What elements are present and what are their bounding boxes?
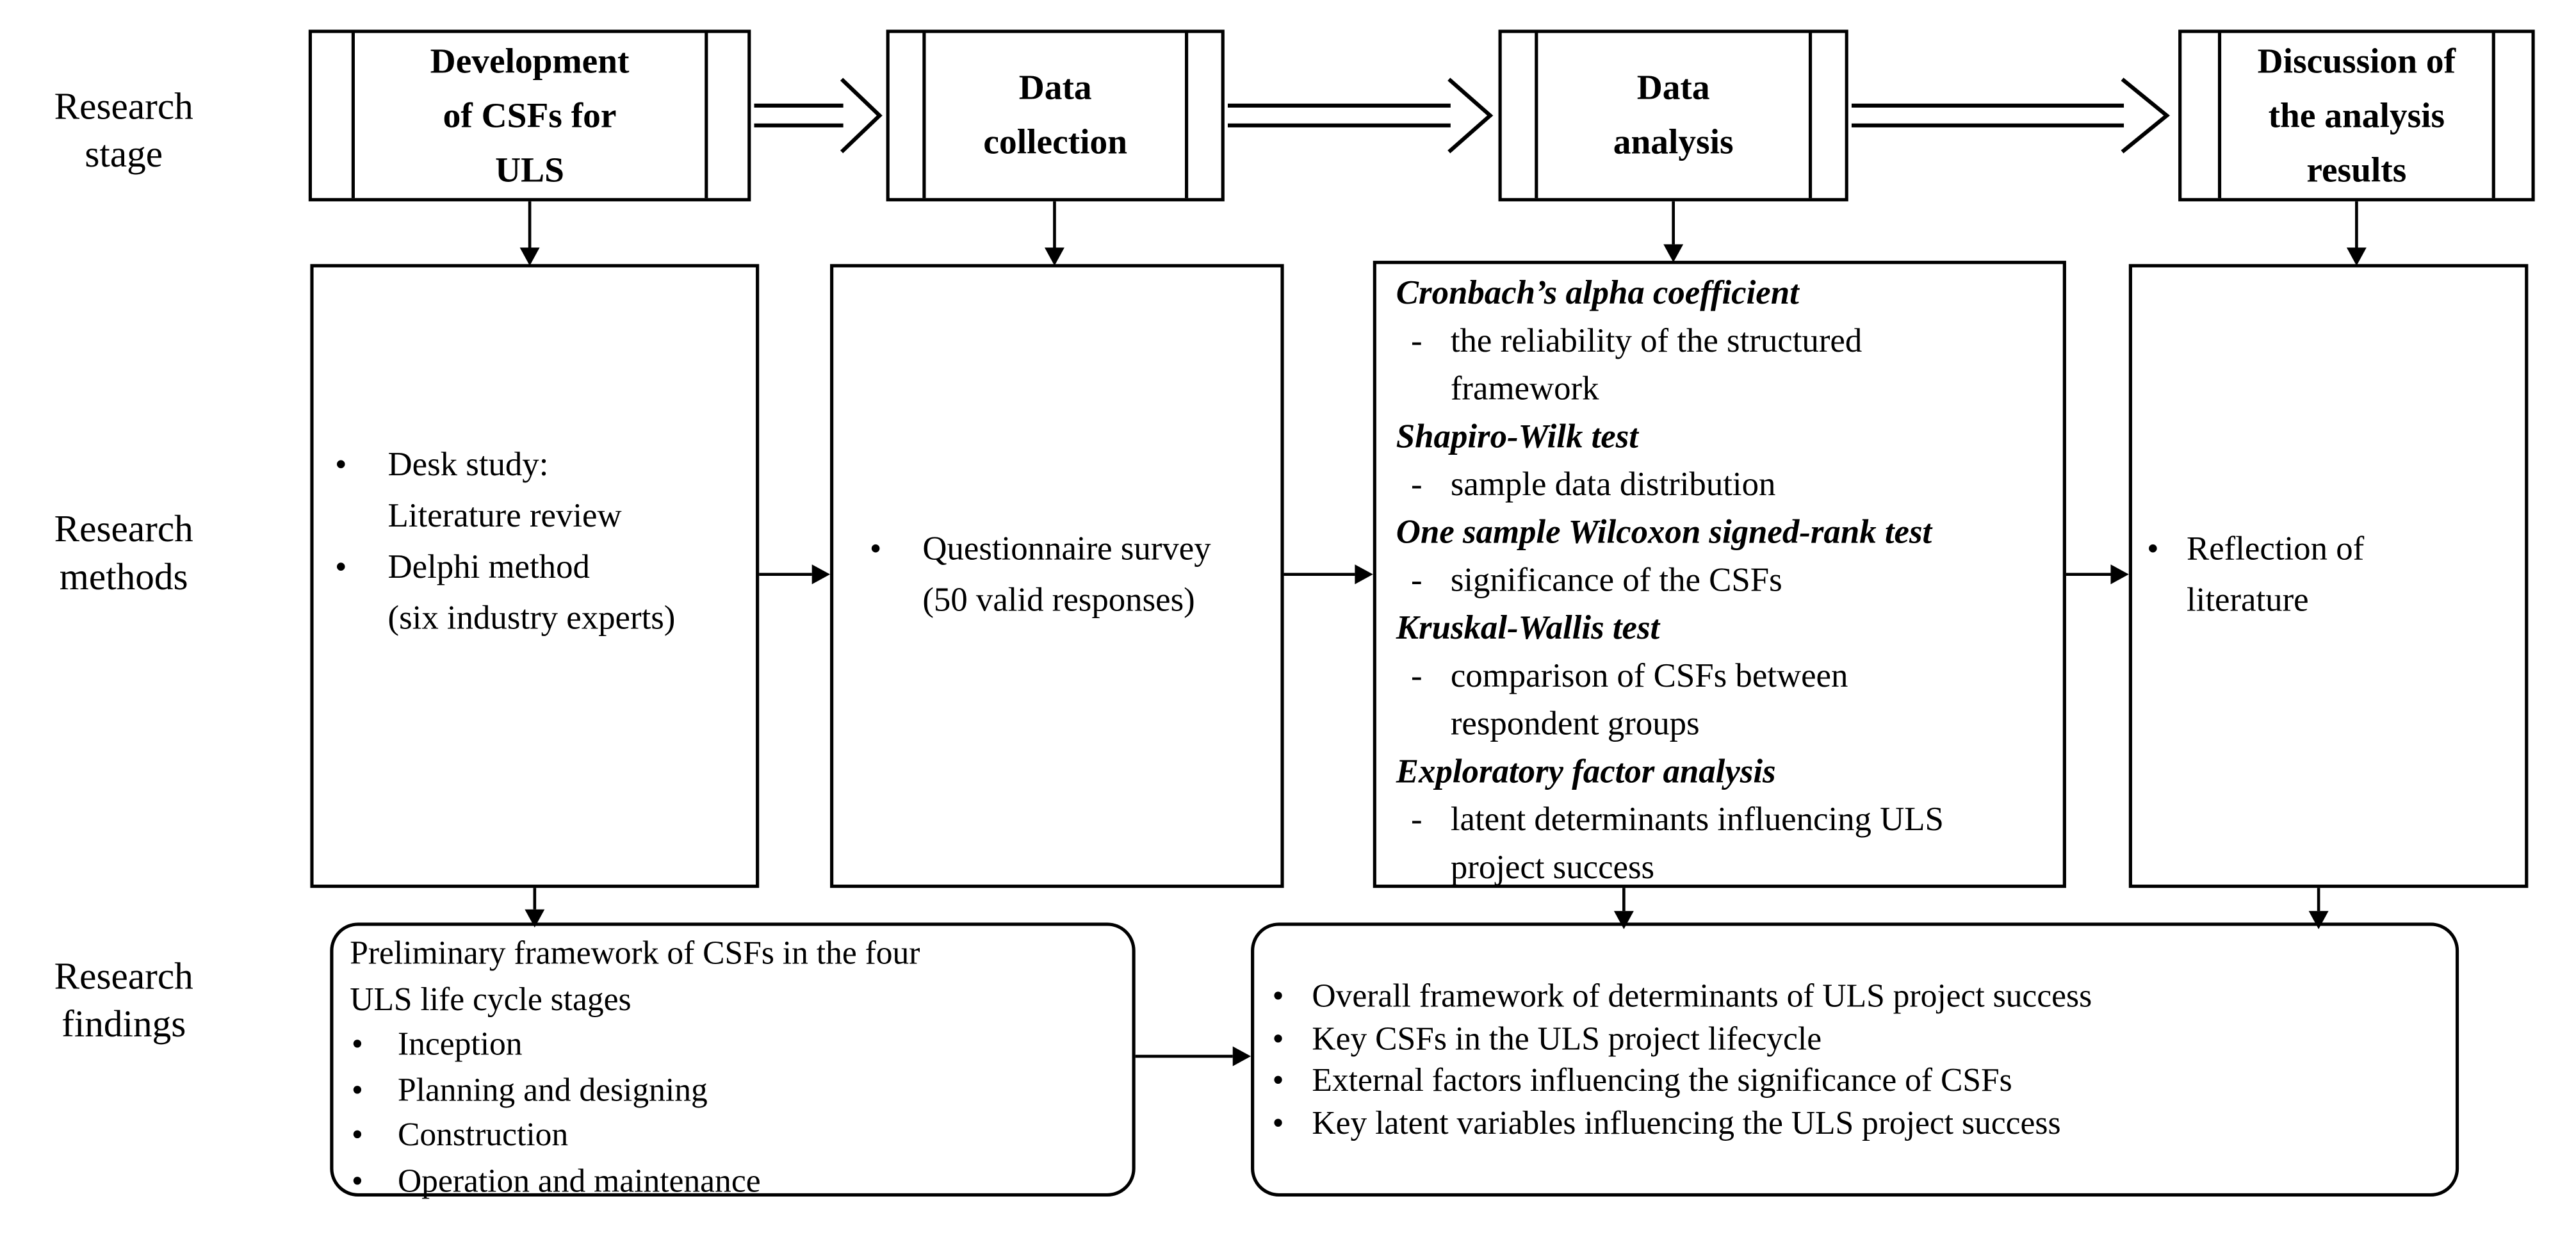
bullet-text: Operation and maintenance <box>397 1163 761 1199</box>
analysis-method-title: Exploratory factor analysis <box>1396 754 1776 791</box>
list-item: • Overall framework of determinants of U… <box>1273 977 2440 1019</box>
bullet-text: Delphi method (six industry experts) <box>387 550 676 637</box>
flow-arrow-development-to-data-collection <box>754 78 883 154</box>
flow-arrow-data-analysis-to-discussion <box>1851 78 2170 154</box>
bullet-marker: • <box>351 1026 363 1063</box>
stage-box-data-collection: Data collection <box>886 29 1225 202</box>
stage-title-text: Data analysis <box>1613 67 1734 162</box>
bullet-marker: • <box>1272 1020 1284 1058</box>
bullet-marker: • <box>335 550 347 586</box>
arrow-findings1-to-findings2 <box>1135 1046 1251 1066</box>
stage-title: Discussion of the analysis results <box>2181 33 2531 199</box>
stage-box-development-of-csfs: Development of CSFs for ULS <box>308 29 751 202</box>
arrow-stage3-to-methods3 <box>1663 201 1684 263</box>
bullet-marker: • <box>1272 978 1284 1015</box>
bullet-text: Desk study: Literature review <box>387 447 622 535</box>
list-item: • Planning and designing <box>350 1068 1116 1114</box>
stage-title-text: Data collection <box>983 67 1128 162</box>
findings-heading: Preliminary framework of CSFs in the fou… <box>350 935 920 1018</box>
bullet-marker: • <box>335 447 347 484</box>
bullet-marker: • <box>869 531 882 568</box>
analysis-method-detail: - latent determinants influencing ULS pr… <box>1396 797 2053 892</box>
stage-title: Data collection <box>890 33 1221 199</box>
detail-text: latent determinants influencing ULS proj… <box>1450 802 1944 887</box>
arrow-stage4-to-methods4 <box>2346 201 2367 266</box>
arrow-methods1-to-methods2 <box>759 564 831 585</box>
list-item: • Operation and maintenance <box>350 1159 1116 1205</box>
analysis-method-title: Shapiro-Wilk test <box>1396 419 1638 456</box>
dash-marker: - <box>1410 467 1423 503</box>
list-item: • Delphi method (six industry experts) <box>335 543 746 646</box>
bullet-marker: • <box>351 1072 363 1109</box>
bullet-marker: • <box>2147 531 2159 568</box>
dash-marker: - <box>1410 562 1423 600</box>
bullet-marker: • <box>1272 1105 1284 1141</box>
stage-box-data-analysis: Data analysis <box>1498 29 1848 202</box>
detail-text: sample data distribution <box>1450 467 1776 503</box>
bullet-text: Key latent variables influencing the ULS… <box>1312 1105 2061 1141</box>
dash-marker: - <box>1410 323 1423 360</box>
arrow-methods1-to-findings1 <box>525 888 545 928</box>
analysis-method-title: One sample Wilcoxon signed-rank test <box>1396 514 1932 552</box>
detail-text: comparison of CSFs between respondent gr… <box>1450 658 1848 743</box>
bullet-text: Key CSFs in the ULS project lifecycle <box>1312 1020 1822 1058</box>
row-label-research-findings: Research findings <box>54 955 193 1045</box>
list-item: • Key latent variables influencing the U… <box>1273 1103 2440 1145</box>
detail-text: the reliability of the structured framew… <box>1450 323 1863 408</box>
bullet-text: Reflection of literature <box>2186 531 2365 619</box>
row-label-research-stage: Research stage <box>54 85 193 176</box>
stage-box-discussion-of-results: Discussion of the analysis results <box>2178 29 2535 202</box>
row-label-research-methods: Research methods <box>54 508 193 598</box>
dash-marker: - <box>1410 658 1423 695</box>
bullet-text: Construction <box>397 1117 569 1154</box>
analysis-method-detail: - the reliability of the structured fram… <box>1396 318 2053 414</box>
list-item: • Reflection of literature <box>2147 525 2515 627</box>
stage-title-text: Development of CSFs for ULS <box>430 40 630 190</box>
dash-marker: - <box>1410 802 1423 838</box>
bullet-text: Planning and designing <box>397 1072 708 1109</box>
arrow-methods3-to-methods4 <box>2066 564 2129 585</box>
list-item: • Construction <box>350 1114 1116 1159</box>
methods-box-data-collection: • Questionnaire survey (50 valid respons… <box>830 264 1284 888</box>
analysis-method-title: Kruskal-Wallis test <box>1396 610 1660 648</box>
bullet-marker: • <box>1272 1063 1284 1100</box>
stage-title-text: Discussion of the analysis results <box>2257 40 2456 190</box>
bullet-text: External factors influencing the signifi… <box>1312 1063 2012 1100</box>
arrow-methods2-to-methods3 <box>1284 564 1373 585</box>
flow-arrow-data-collection-to-data-analysis <box>1227 78 1494 154</box>
bullet-text: Questionnaire survey (50 valid responses… <box>922 531 1211 619</box>
methods-box-discussion: • Reflection of literature <box>2128 264 2529 888</box>
methods-box-development: • Desk study: Literature review • Delphi… <box>310 264 760 888</box>
methods-box-data-analysis: Cronbach’s alpha coefficient - the relia… <box>1373 261 2066 888</box>
bullet-marker: • <box>351 1117 363 1154</box>
list-item: • External factors influencing the signi… <box>1273 1061 2440 1104</box>
list-item: • Key CSFs in the ULS project lifecycle <box>1273 1019 2440 1061</box>
stage-title: Development of CSFs for ULS <box>312 33 747 199</box>
analysis-method-detail: - comparison of CSFs between respondent … <box>1396 653 2053 749</box>
findings-box-overall-framework: • Overall framework of determinants of U… <box>1251 922 2459 1197</box>
findings-box-preliminary-framework: Preliminary framework of CSFs in the fou… <box>330 922 1136 1199</box>
arrow-stage2-to-methods2 <box>1044 201 1064 266</box>
analysis-method-detail: - sample data distribution <box>1396 462 2053 510</box>
analysis-method-detail: - significance of the CSFs <box>1396 558 2053 606</box>
analysis-method-title: Cronbach’s alpha coefficient <box>1396 275 1799 312</box>
arrow-stage1-to-methods1 <box>519 201 540 266</box>
detail-text: significance of the CSFs <box>1450 562 1782 600</box>
bullet-text: Inception <box>397 1026 523 1063</box>
list-item: • Desk study: Literature review <box>335 441 746 543</box>
bullet-text: Overall framework of determinants of ULS… <box>1312 978 2092 1015</box>
stage-title: Data analysis <box>1502 33 1845 199</box>
bullet-marker: • <box>351 1163 363 1199</box>
list-item: • Questionnaire survey (50 valid respons… <box>870 525 1271 627</box>
list-item: • Inception <box>350 1023 1116 1068</box>
